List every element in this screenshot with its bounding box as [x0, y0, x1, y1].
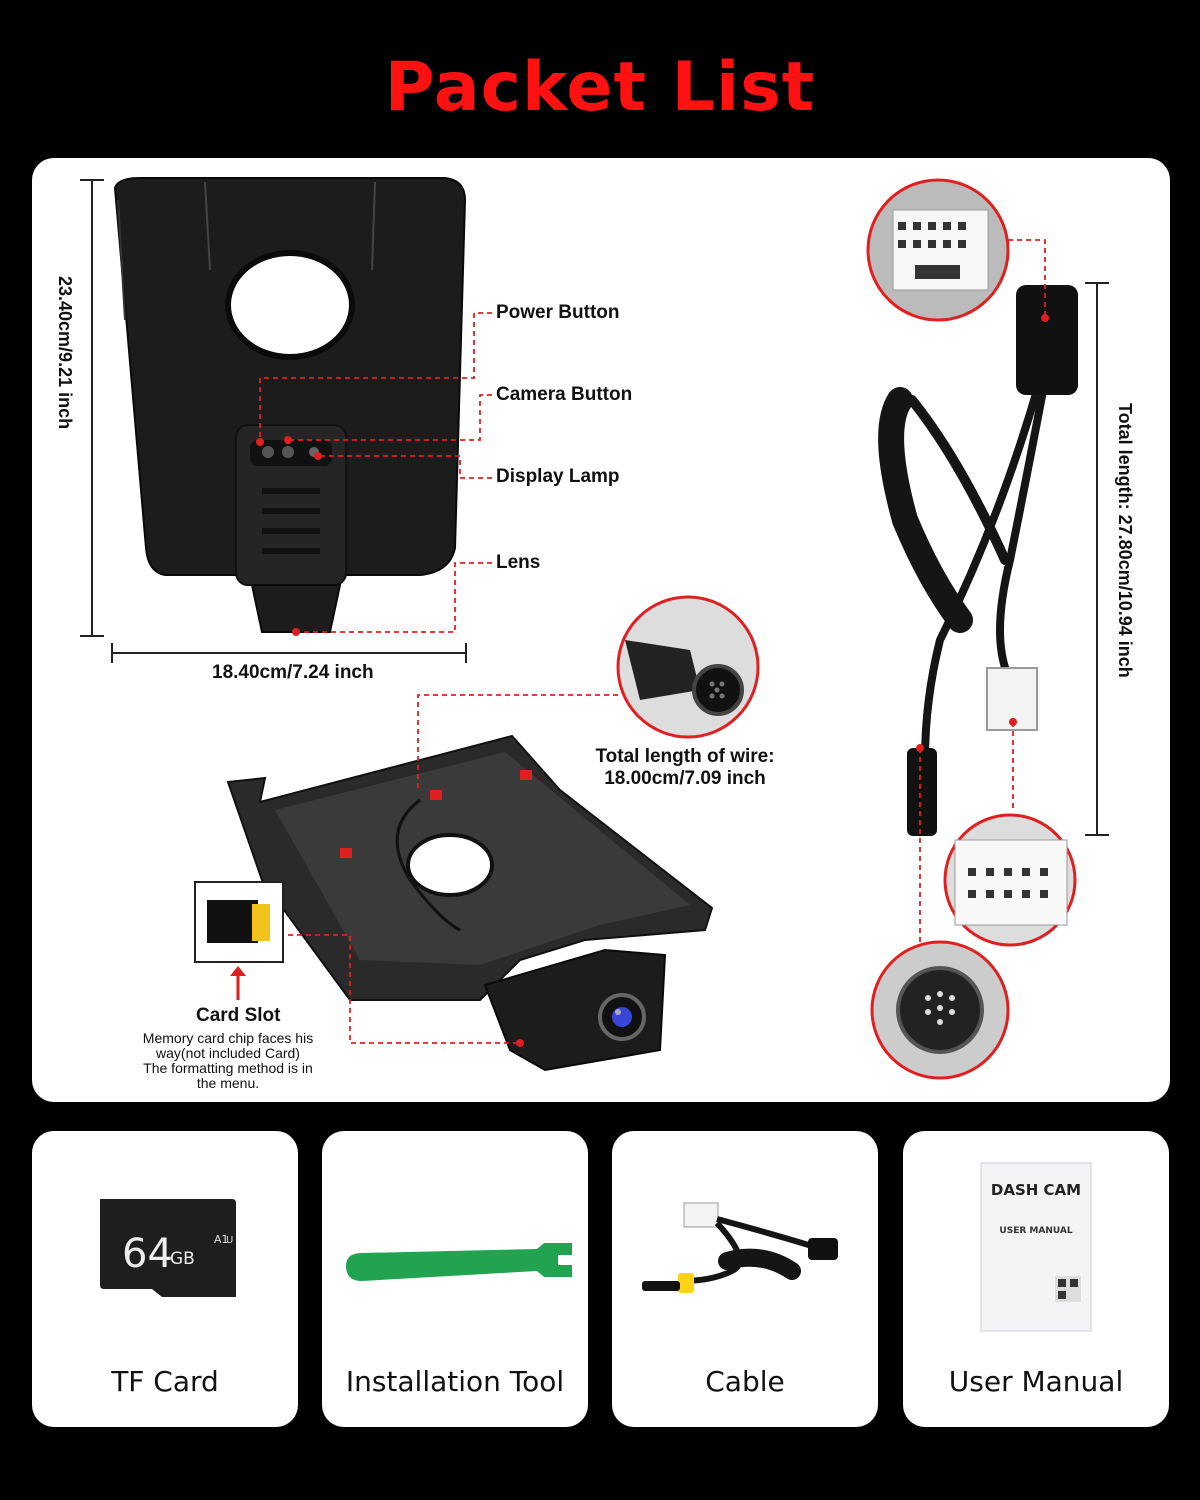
accessory-card-installation-tool: Installation Tool — [322, 1131, 588, 1427]
accessory-card-tf-card: A1 U 64 GB TF Card — [32, 1131, 298, 1427]
installation-tool-label: Installation Tool — [345, 1365, 565, 1398]
connector-zoom-top — [866, 178, 1010, 322]
card-slot-note-line1: Memory card chip faces his — [142, 1030, 314, 1046]
card-slot-note-line4: the menu. — [196, 1075, 260, 1091]
card-slot-box — [194, 881, 284, 1000]
svg-text:U: U — [226, 1235, 233, 1246]
height-dimension-label: 23.40cm/9.21 inch — [55, 276, 75, 430]
dashcam-back-view — [113, 177, 467, 633]
wire-connector-zoom — [616, 595, 760, 739]
card-slot-label: Card Slot — [196, 1005, 281, 1026]
callout-lines — [259, 312, 492, 633]
tf-card-unit: GB — [170, 1249, 195, 1269]
connector-top — [1016, 285, 1078, 395]
width-dimension-label: 18.40cm/7.24 inch — [212, 662, 374, 683]
user-manual-label: User Manual — [948, 1365, 1124, 1398]
manual-cover-title: DASH CAM — [990, 1181, 1082, 1199]
cable-icon — [642, 1202, 838, 1293]
display-lamp-label: Display Lamp — [496, 466, 620, 487]
camera-button-label: Camera Button — [496, 384, 633, 405]
lens-label: Lens — [496, 552, 541, 573]
tf-card-icon: A1 U — [100, 1199, 236, 1297]
tf-card-capacity: 64 — [122, 1231, 173, 1277]
mount-bracket — [226, 734, 714, 1072]
connector-zoom-middle — [943, 813, 1077, 947]
manual-cover-subtitle: USER MANUAL — [999, 1226, 1073, 1236]
height-dimension-line — [80, 179, 104, 637]
card-slot-note-line2: way(not included Card) — [156, 1045, 300, 1061]
manual-icon — [980, 1162, 1092, 1332]
page-title: Packet List — [384, 48, 816, 127]
accessory-card-user-manual: DASH CAM USER MANUAL User Manual — [903, 1131, 1169, 1427]
cable-length-label: Total length: 27.80cm/10.94 inch — [1115, 403, 1135, 678]
cable-label: Cable — [705, 1365, 785, 1398]
card-slot-note: Memory card chip faces his way(not inclu… — [118, 1031, 338, 1091]
wire-length-label: Total length of wire: 18.00cm/7.09 inch — [580, 746, 790, 790]
tf-card-label: TF Card — [111, 1365, 219, 1398]
accessory-card-cable: Cable — [612, 1131, 878, 1427]
card-slot-note-line3: The formatting method is in — [143, 1060, 313, 1076]
connector-zoom-bottom — [870, 940, 1010, 1080]
wire-length-line1: Total length of wire: — [595, 746, 775, 767]
wire-length-line2: 18.00cm/7.09 inch — [604, 768, 766, 789]
svg-text:A1: A1 — [214, 1233, 229, 1246]
pry-tool-icon — [346, 1243, 572, 1281]
cable-harness — [878, 376, 1049, 764]
power-button-label: Power Button — [496, 302, 620, 323]
round-connector — [907, 748, 937, 836]
width-dimension-line — [111, 643, 467, 663]
cable-dimension-line — [1085, 282, 1109, 836]
